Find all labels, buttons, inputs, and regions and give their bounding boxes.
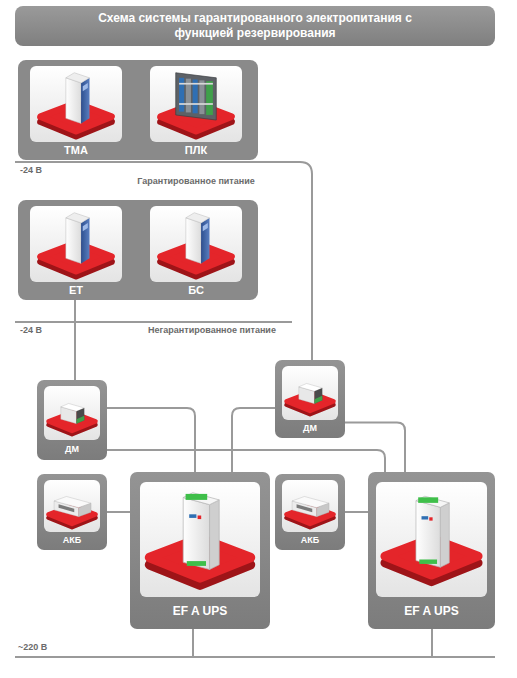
power-wire [107,511,130,513]
device-icon [30,66,122,142]
device-unit: ПЛК [150,66,242,158]
device-icon [140,482,260,597]
device-icon-shape [41,73,112,136]
group-box [18,60,258,160]
power-wire [107,408,195,472]
device-icon [150,66,242,142]
icon-tile [140,482,260,597]
bus-line [15,656,495,658]
node-label: АКБ [275,535,345,546]
battery-unit: АКБ [37,474,107,550]
node-label: ДМ [275,423,345,434]
node-label: ТМА [30,144,122,157]
ups-unit: EF A UPS [130,472,270,629]
device-icon-shape [48,403,95,434]
device-icon-shape [48,496,95,527]
power-wire [345,422,405,472]
icon-tile [282,480,338,532]
icon-tile [376,482,487,597]
icon-tile [30,66,122,142]
icon-tile [150,66,242,142]
title-banner: Схема системы гарантированного электропи… [15,6,495,46]
node-label: EF A UPS [368,604,495,618]
ups-unit: EF A UPS [368,472,495,629]
device-icon-shape [385,496,478,581]
bus-line [15,162,312,360]
bus-wire [192,628,194,657]
device-unit: ЕТ [30,206,122,298]
device-unit: ТМА [30,66,122,158]
battery-unit: АКБ [275,474,345,550]
bus-line [15,321,292,323]
power-wire [232,408,275,472]
bus-wire [74,300,76,380]
device-icon-shape [41,213,112,276]
device-icon-shape [150,493,251,585]
device-icon [44,386,100,440]
device-unit: БС [150,206,242,298]
device-icon [282,480,338,532]
icon-tile [282,366,338,420]
power-wire [345,511,368,513]
diode-module: ДМ [37,380,107,460]
icon-tile [44,480,100,532]
bus-caption: Гарантированное питание [137,176,255,187]
bus-caption: Негарантированное питание [148,325,276,336]
device-icon [44,480,100,532]
bus-wire [431,628,433,657]
device-icon-shape [286,383,333,414]
device-icon [376,482,487,597]
device-icon [30,206,122,282]
node-label: ДМ [37,444,107,455]
node-label: ПЛК [150,144,242,157]
voltage-label: -24 В [20,165,42,176]
node-label: EF A UPS [130,604,270,618]
icon-tile [150,206,242,282]
icon-tile [44,386,100,440]
voltage-label: ~220 В [18,642,47,653]
voltage-label: -24 В [20,325,42,336]
node-label: БС [150,284,242,297]
device-icon-shape [161,73,232,136]
power-wire [107,450,385,472]
device-icon-shape [161,213,232,276]
diode-module: ДМ [275,360,345,438]
device-icon-shape [286,496,333,527]
node-label: АКБ [37,535,107,546]
device-icon [282,366,338,420]
node-label: ЕТ [30,284,122,297]
icon-tile [30,206,122,282]
device-icon [150,206,242,282]
group-box [18,200,258,300]
